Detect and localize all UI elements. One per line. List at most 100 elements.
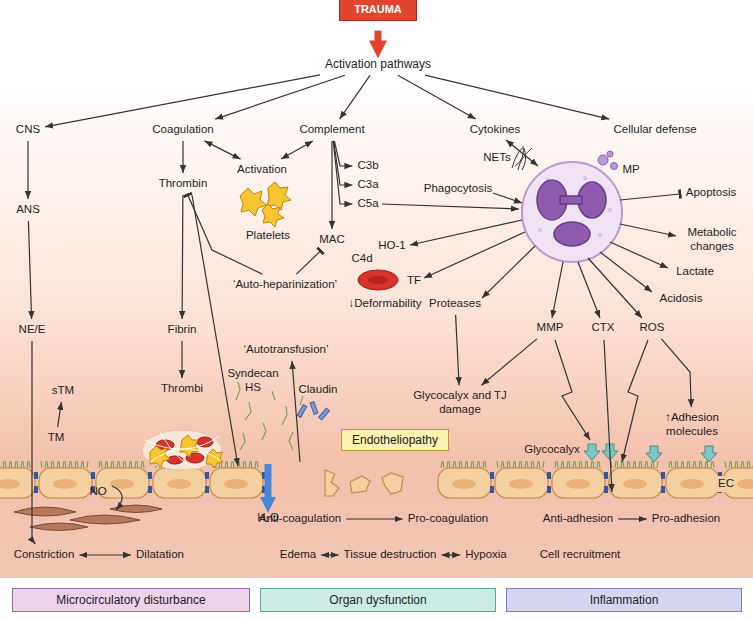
node-text: Edema xyxy=(280,548,316,562)
endothelium xyxy=(87,461,88,468)
thrombus xyxy=(145,436,220,449)
thrombus xyxy=(145,432,220,468)
pathway-term: Hypoxia xyxy=(463,547,509,563)
endothelium xyxy=(597,461,598,468)
shed-glycocalyx xyxy=(282,406,287,425)
endothelium xyxy=(123,461,124,468)
endothelium xyxy=(695,461,696,468)
pathway-term: Pro-adhesion xyxy=(650,511,722,527)
endothelium xyxy=(731,461,732,468)
label-text: H₂O xyxy=(257,511,279,525)
endothelium xyxy=(747,461,748,468)
pathway-arrows xyxy=(620,224,676,236)
node-text: Cytokines xyxy=(470,123,521,137)
node-text: Cellular defense xyxy=(613,123,696,137)
node-text: Microcirculatory disturbance xyxy=(56,593,205,607)
thrombus xyxy=(160,432,200,468)
label-text: C4d xyxy=(351,252,372,266)
annotation-label: Lactate xyxy=(674,264,716,280)
category-band: Inflammation xyxy=(506,588,742,612)
thrombus xyxy=(167,456,183,464)
pathway-arrows xyxy=(620,194,680,200)
node-text: Coagulation xyxy=(152,123,213,137)
red-blood-cell xyxy=(358,270,398,290)
node-text: MAC xyxy=(319,233,345,247)
pathway-term: Glycocalyx and TJ damage xyxy=(411,388,510,418)
annotation-label: Claudin xyxy=(297,382,340,398)
endothelium xyxy=(490,486,494,493)
endothelium xyxy=(737,461,738,468)
endothelium xyxy=(666,468,719,498)
pathway-arrows xyxy=(622,340,648,462)
endothelium xyxy=(53,461,54,468)
endothelium xyxy=(71,461,72,468)
thrombus xyxy=(206,449,223,468)
endothelium xyxy=(453,461,454,468)
node-text: ‘Auto-heparinization’ xyxy=(233,278,337,292)
arrow-connector xyxy=(281,141,313,159)
pathway-term: Constriction xyxy=(12,547,77,563)
endothelium xyxy=(543,461,544,468)
label-text: ‘Autotransfusion’ xyxy=(243,343,328,357)
node-text: NE/E xyxy=(19,323,46,337)
pathway-term: MMP xyxy=(535,320,566,336)
endothelium xyxy=(521,461,522,468)
pathway-term: Coagulation xyxy=(150,122,215,138)
node-text: Thrombin xyxy=(159,177,208,191)
shed-glycocalyx xyxy=(240,433,245,450)
endothelium xyxy=(629,461,630,468)
pathway-term: MAC xyxy=(317,232,347,248)
arrow-connector xyxy=(321,554,338,555)
pathway-term: ANS xyxy=(14,202,42,218)
annotation-label: NETs xyxy=(481,150,512,166)
arrow-connector xyxy=(334,141,353,185)
node-text: Complement xyxy=(299,123,364,137)
torn-endothelium xyxy=(325,470,339,496)
annotation-label: Platelets xyxy=(244,228,292,244)
node-text: ROS xyxy=(640,321,665,335)
arrow-connector xyxy=(481,339,537,385)
endothelium xyxy=(0,468,35,498)
pathway-term: TM xyxy=(46,430,67,446)
pathway-term: Pro-coagulation xyxy=(406,511,491,527)
label-text: HO-1 xyxy=(378,239,405,253)
arrow-connector xyxy=(58,402,62,427)
endothelium xyxy=(561,461,562,468)
endothelium xyxy=(225,461,226,468)
arrow-connector xyxy=(181,341,182,378)
claudin xyxy=(319,408,330,420)
endothelium xyxy=(623,479,647,489)
node-text: Proteases xyxy=(429,297,481,311)
arrow-connector xyxy=(182,141,183,173)
endothelium xyxy=(661,486,665,493)
pathway-arrows xyxy=(410,220,522,245)
endothelium xyxy=(467,461,468,468)
pathway-arrows xyxy=(610,242,668,268)
node-text: Hypoxia xyxy=(465,548,507,562)
nets xyxy=(522,148,526,170)
node-text: Organ dysfunction xyxy=(329,593,426,607)
claudin xyxy=(310,402,318,415)
endothelium xyxy=(137,461,138,468)
microparticles xyxy=(611,163,618,170)
endothelium xyxy=(581,461,582,468)
endothelium xyxy=(477,461,478,468)
endothelium xyxy=(227,461,228,468)
arrow-connector xyxy=(45,75,320,127)
endothelium xyxy=(111,461,112,468)
thrombus xyxy=(150,446,170,467)
endothelium xyxy=(41,461,42,468)
endothelium xyxy=(585,461,586,468)
endothelium xyxy=(233,461,234,468)
annotation-label: HO-1 xyxy=(376,238,407,254)
endothelium xyxy=(547,486,551,493)
endothelium xyxy=(483,461,484,468)
annotation-label: Acidosis xyxy=(658,291,705,307)
pathway-arrows xyxy=(493,193,522,203)
endothelium xyxy=(569,461,570,468)
neutrophil xyxy=(608,208,612,212)
smooth-muscle xyxy=(14,505,162,531)
arrow-connector xyxy=(331,141,332,229)
